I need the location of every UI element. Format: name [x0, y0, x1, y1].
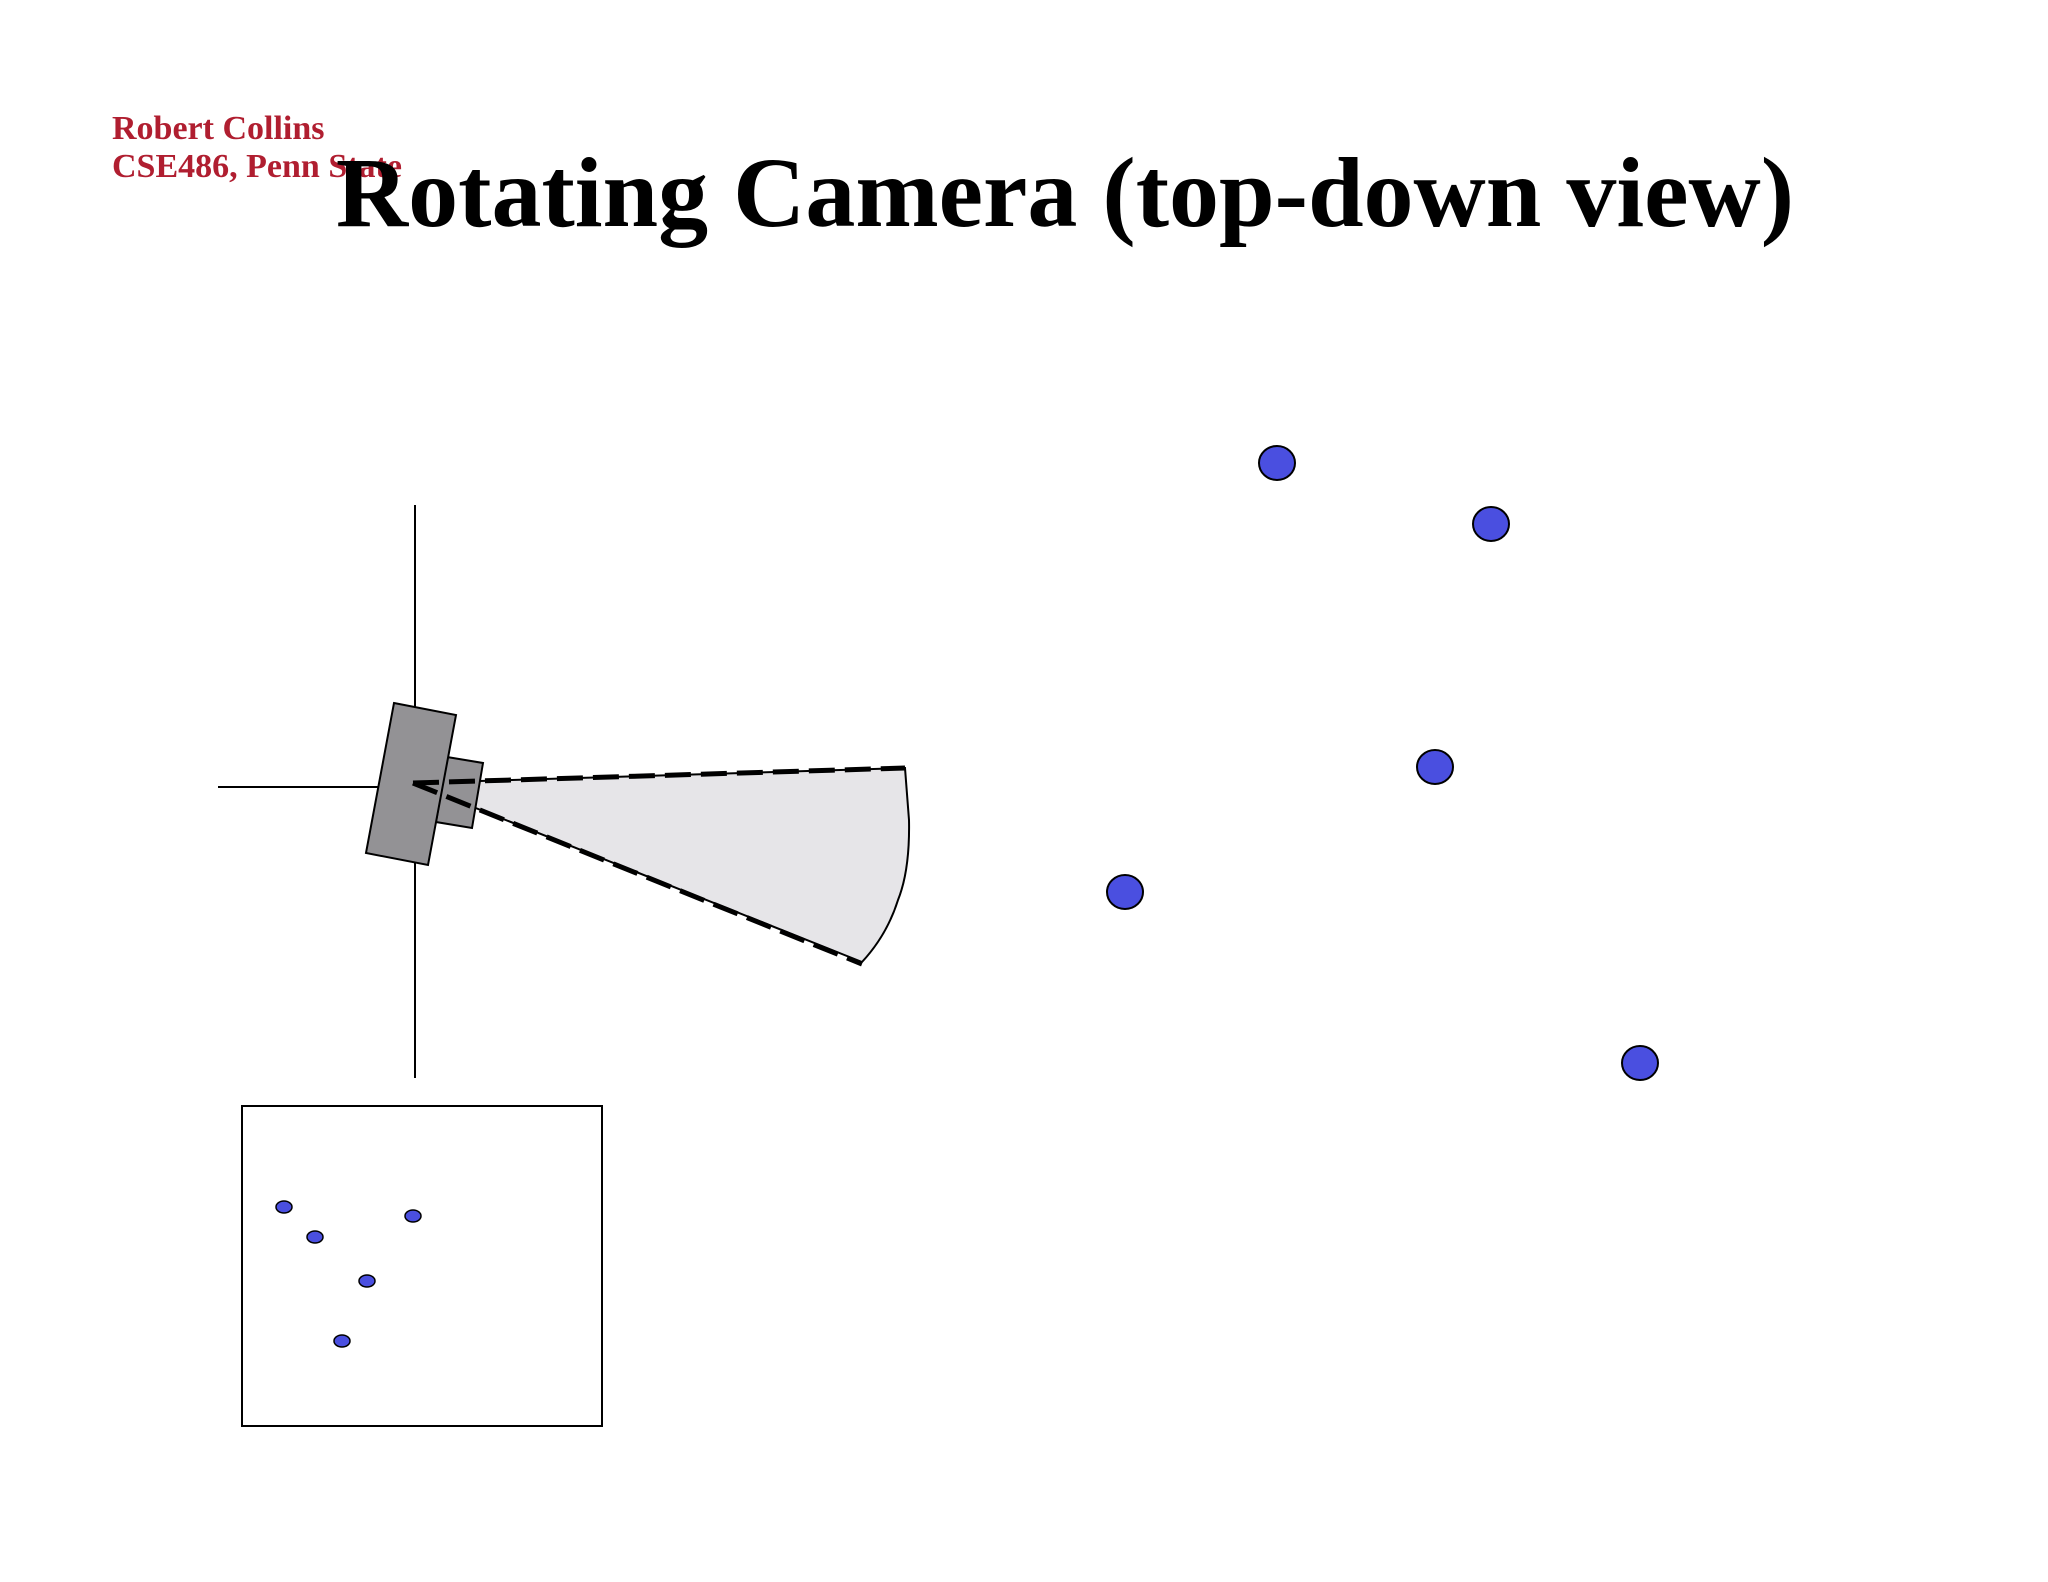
scene-point — [1258, 445, 1296, 481]
image-point — [333, 1334, 351, 1348]
image-point — [404, 1209, 422, 1223]
view-ray-upper — [412, 765, 906, 786]
image-plane-inset — [241, 1105, 603, 1427]
scene-point — [1106, 874, 1144, 910]
scene-point — [1472, 506, 1510, 542]
view-ray-lower — [412, 780, 863, 967]
image-point — [275, 1200, 293, 1214]
author-name: Robert Collins — [112, 110, 325, 147]
field-of-view-cone — [412, 766, 911, 964]
image-point — [306, 1230, 324, 1244]
scene-point — [1416, 749, 1454, 785]
camera-body — [364, 701, 458, 867]
image-points — [275, 1200, 422, 1348]
course-label: CSE486, Penn State — [112, 148, 402, 185]
image-point — [358, 1274, 376, 1288]
scene-point — [1621, 1045, 1659, 1081]
slide-title: Rotating Camera (top-down view) — [335, 137, 1795, 248]
author-block: Robert Collins CSE486, Penn State — [112, 110, 402, 186]
scene-points — [1106, 445, 1659, 1081]
